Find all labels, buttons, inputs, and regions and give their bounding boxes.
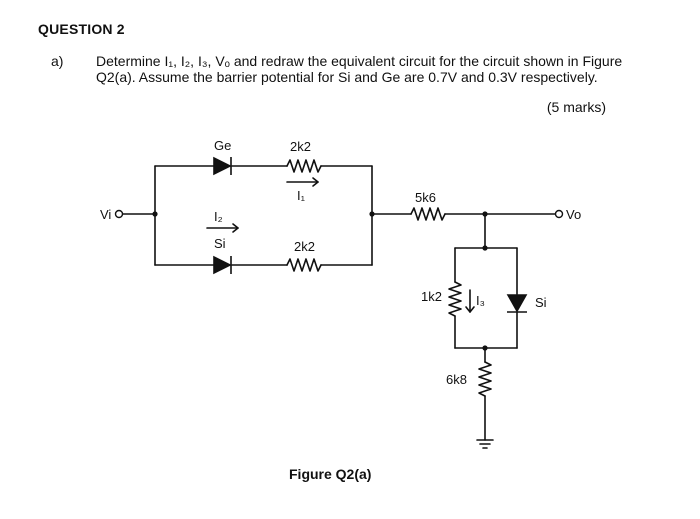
ge-diode-icon: [213, 156, 232, 176]
resistor-series: [410, 207, 446, 221]
input-label: Vi: [100, 207, 111, 222]
marks-label: (5 marks): [546, 99, 606, 115]
junction-output-left: [369, 211, 375, 217]
junction-parallel-bottom: [482, 345, 488, 351]
output-terminal: [554, 209, 564, 219]
r-ground-label: 6k8: [446, 372, 467, 387]
current-1-arrowhead: [312, 177, 319, 187]
output-label: Vo: [566, 207, 581, 222]
question-text: Determine I₁, I₂, I₃, Vₒ and redraw the …: [96, 53, 623, 85]
resistor-ground: [478, 361, 492, 397]
si-diode-icon: [213, 255, 232, 275]
part-label: a): [51, 53, 64, 69]
current-3-arrowhead: [465, 306, 475, 313]
r-parallel-label: 1k2: [421, 289, 442, 304]
current-1-label: I₁: [297, 188, 306, 203]
junction-input: [152, 211, 158, 217]
diode-right-label: Si: [535, 295, 547, 310]
r-series-label: 5k6: [415, 190, 436, 205]
input-terminal: [114, 209, 124, 219]
current-2-label: I₂: [214, 209, 223, 224]
r-top-label: 2k2: [290, 139, 311, 154]
current-3-label: I₃: [476, 293, 485, 308]
diode-bottom-label: Si: [214, 236, 226, 251]
current-2-arrowhead: [232, 223, 239, 233]
resistor-top: [286, 159, 322, 173]
junction-node: [482, 211, 488, 217]
figure-caption: Figure Q2(a): [289, 466, 371, 482]
resistor-parallel: [448, 281, 462, 317]
diode-top-label: Ge: [214, 138, 231, 153]
r-bottom-label: 2k2: [294, 239, 315, 254]
junction-parallel-top: [482, 245, 488, 251]
si-diode-right-icon: [506, 294, 528, 313]
resistor-bottom: [286, 258, 322, 272]
question-heading: QUESTION 2: [38, 21, 125, 37]
